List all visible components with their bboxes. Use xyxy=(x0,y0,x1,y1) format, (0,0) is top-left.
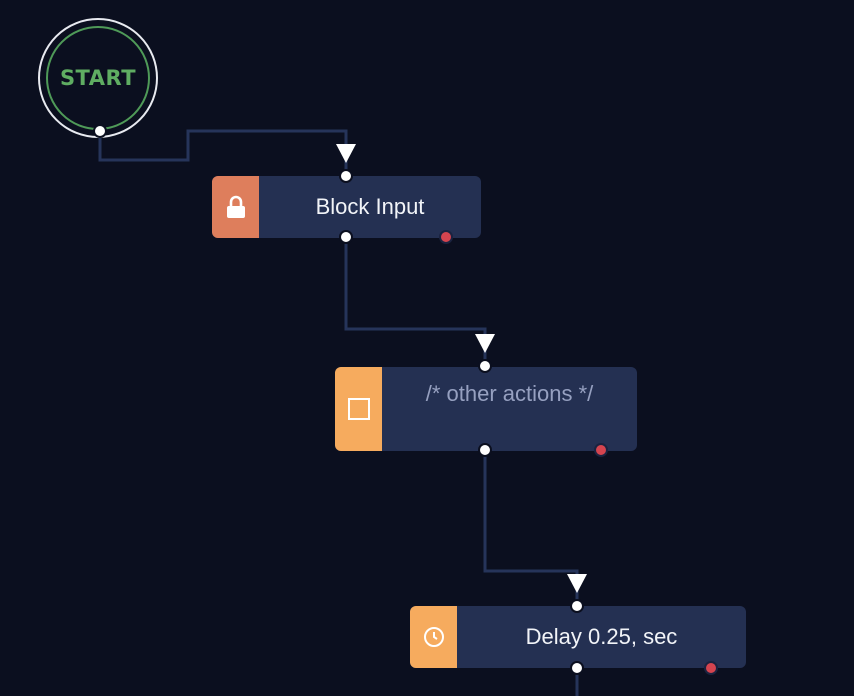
other-actions-error-port[interactable] xyxy=(594,443,608,457)
node-block-input[interactable]: Block Input xyxy=(212,176,481,238)
block-input-entry-arrow-icon xyxy=(336,144,356,163)
node-delay[interactable]: Delay 0.25, sec xyxy=(410,606,746,668)
wire-block-input-to-other-actions xyxy=(344,238,487,366)
delay-output-port[interactable] xyxy=(570,661,584,675)
other-actions-entry-arrow-icon xyxy=(475,334,495,353)
node-delay-icon-box xyxy=(410,606,457,668)
start-label: START xyxy=(59,66,137,90)
lock-icon xyxy=(226,195,245,218)
square-icon xyxy=(347,398,370,420)
block-input-error-port[interactable] xyxy=(439,230,453,244)
start-output-port[interactable] xyxy=(93,124,107,138)
delay-input-port[interactable] xyxy=(570,599,584,613)
delay-error-port[interactable] xyxy=(704,661,718,675)
node-block-input-label: Block Input xyxy=(315,194,425,219)
node-other-actions-label: /* other actions */ xyxy=(425,381,594,406)
start-node-inner-ring: START xyxy=(46,26,150,130)
block-input-output-port[interactable] xyxy=(339,230,353,244)
block-input-input-port[interactable] xyxy=(339,169,353,183)
clock-icon xyxy=(423,627,444,647)
other-actions-output-port[interactable] xyxy=(478,443,492,457)
node-other-actions-icon-box xyxy=(335,367,382,451)
other-actions-input-port[interactable] xyxy=(478,359,492,373)
node-delay-label: Delay 0.25, sec xyxy=(525,624,678,649)
node-other-actions[interactable]: /* other actions */ xyxy=(335,367,637,451)
node-block-input-icon-box xyxy=(212,176,259,238)
wire-start-to-block-input xyxy=(98,129,348,176)
delay-entry-arrow-icon xyxy=(567,574,587,593)
start-node[interactable]: START xyxy=(38,18,158,138)
wire-other-actions-to-delay xyxy=(483,451,579,606)
